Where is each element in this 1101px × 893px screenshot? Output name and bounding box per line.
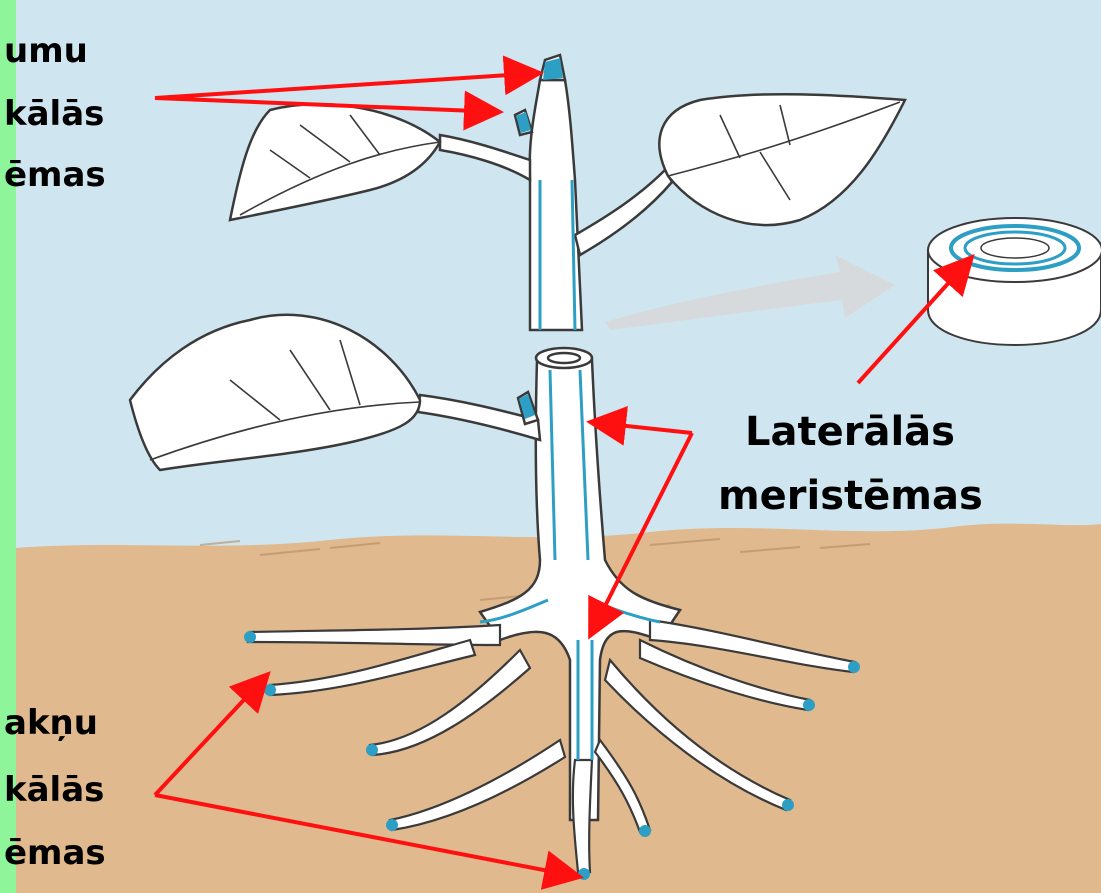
- root-tip-7: [782, 799, 794, 811]
- root-tip-6: [639, 825, 651, 837]
- root-tip-8: [803, 699, 815, 711]
- root-tip-4: [386, 819, 398, 831]
- stem-cut-inner: [548, 353, 580, 363]
- root-tip-5: [578, 868, 590, 880]
- label-root-line-2: kālās: [4, 773, 104, 807]
- label-lateral-line-1: Laterālās: [745, 412, 955, 452]
- root-tip-3: [366, 744, 378, 756]
- root-tip-9: [848, 661, 860, 673]
- stem-cross-section-icon: [928, 218, 1101, 345]
- root-middle: [573, 760, 592, 872]
- root-tip-1: [244, 631, 256, 643]
- label-root-line-1: akņu: [4, 706, 98, 740]
- label-lateral-line-2: meristēmas: [718, 476, 983, 516]
- label-shoot-line-2: kālās: [4, 97, 104, 131]
- label-root-line-3: ēmas: [4, 836, 106, 870]
- label-shoot-line-3: ēmas: [4, 158, 106, 192]
- root-tip-2: [264, 684, 276, 696]
- label-shoot-line-1: umu: [4, 34, 88, 68]
